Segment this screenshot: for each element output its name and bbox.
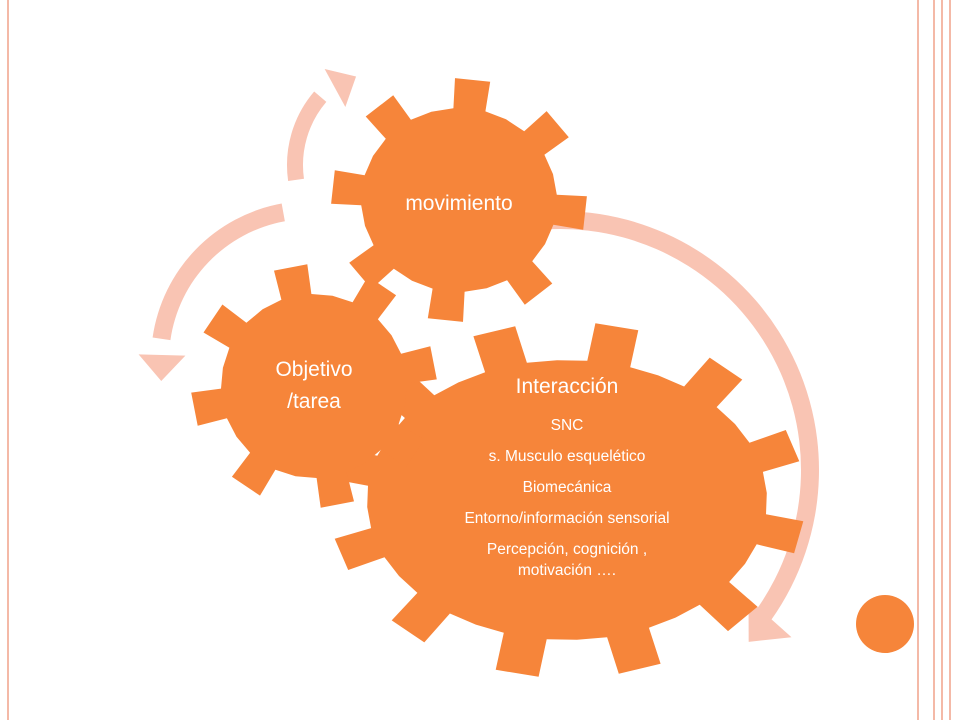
interaction-line: SNC [551,417,584,434]
objective-label-line1: Objetivo [275,358,352,381]
gear-interaction-shape [330,323,804,677]
cycle-arrows [138,69,819,642]
arrow-left-band [152,203,285,341]
interaction-line: Percepción, cognición , [487,541,647,558]
interaction-line: s. Musculo esquelético [489,448,646,465]
interaction-line: motivación …. [518,562,616,579]
interaction-line: Entorno/información sensorial [464,510,669,527]
gear-interaction [330,323,804,677]
accent-circle [856,595,914,653]
gear-objective [191,264,437,508]
gear-objective-shape [191,264,437,508]
interaction-line: Biomecánica [523,479,612,496]
arrow-top-band [287,91,327,181]
gear-movement-shape [331,78,587,322]
slide-frame [7,0,951,720]
arrow-right-head [748,598,792,642]
arrow-right-band [513,211,819,621]
movement-label: movimiento [405,192,512,215]
gear-movement [331,78,587,322]
arrow-left-head [138,354,186,381]
interaction-title: Interacción [516,375,619,398]
objective-label-line2: /tarea [287,390,341,413]
arrow-top-head [324,69,357,107]
